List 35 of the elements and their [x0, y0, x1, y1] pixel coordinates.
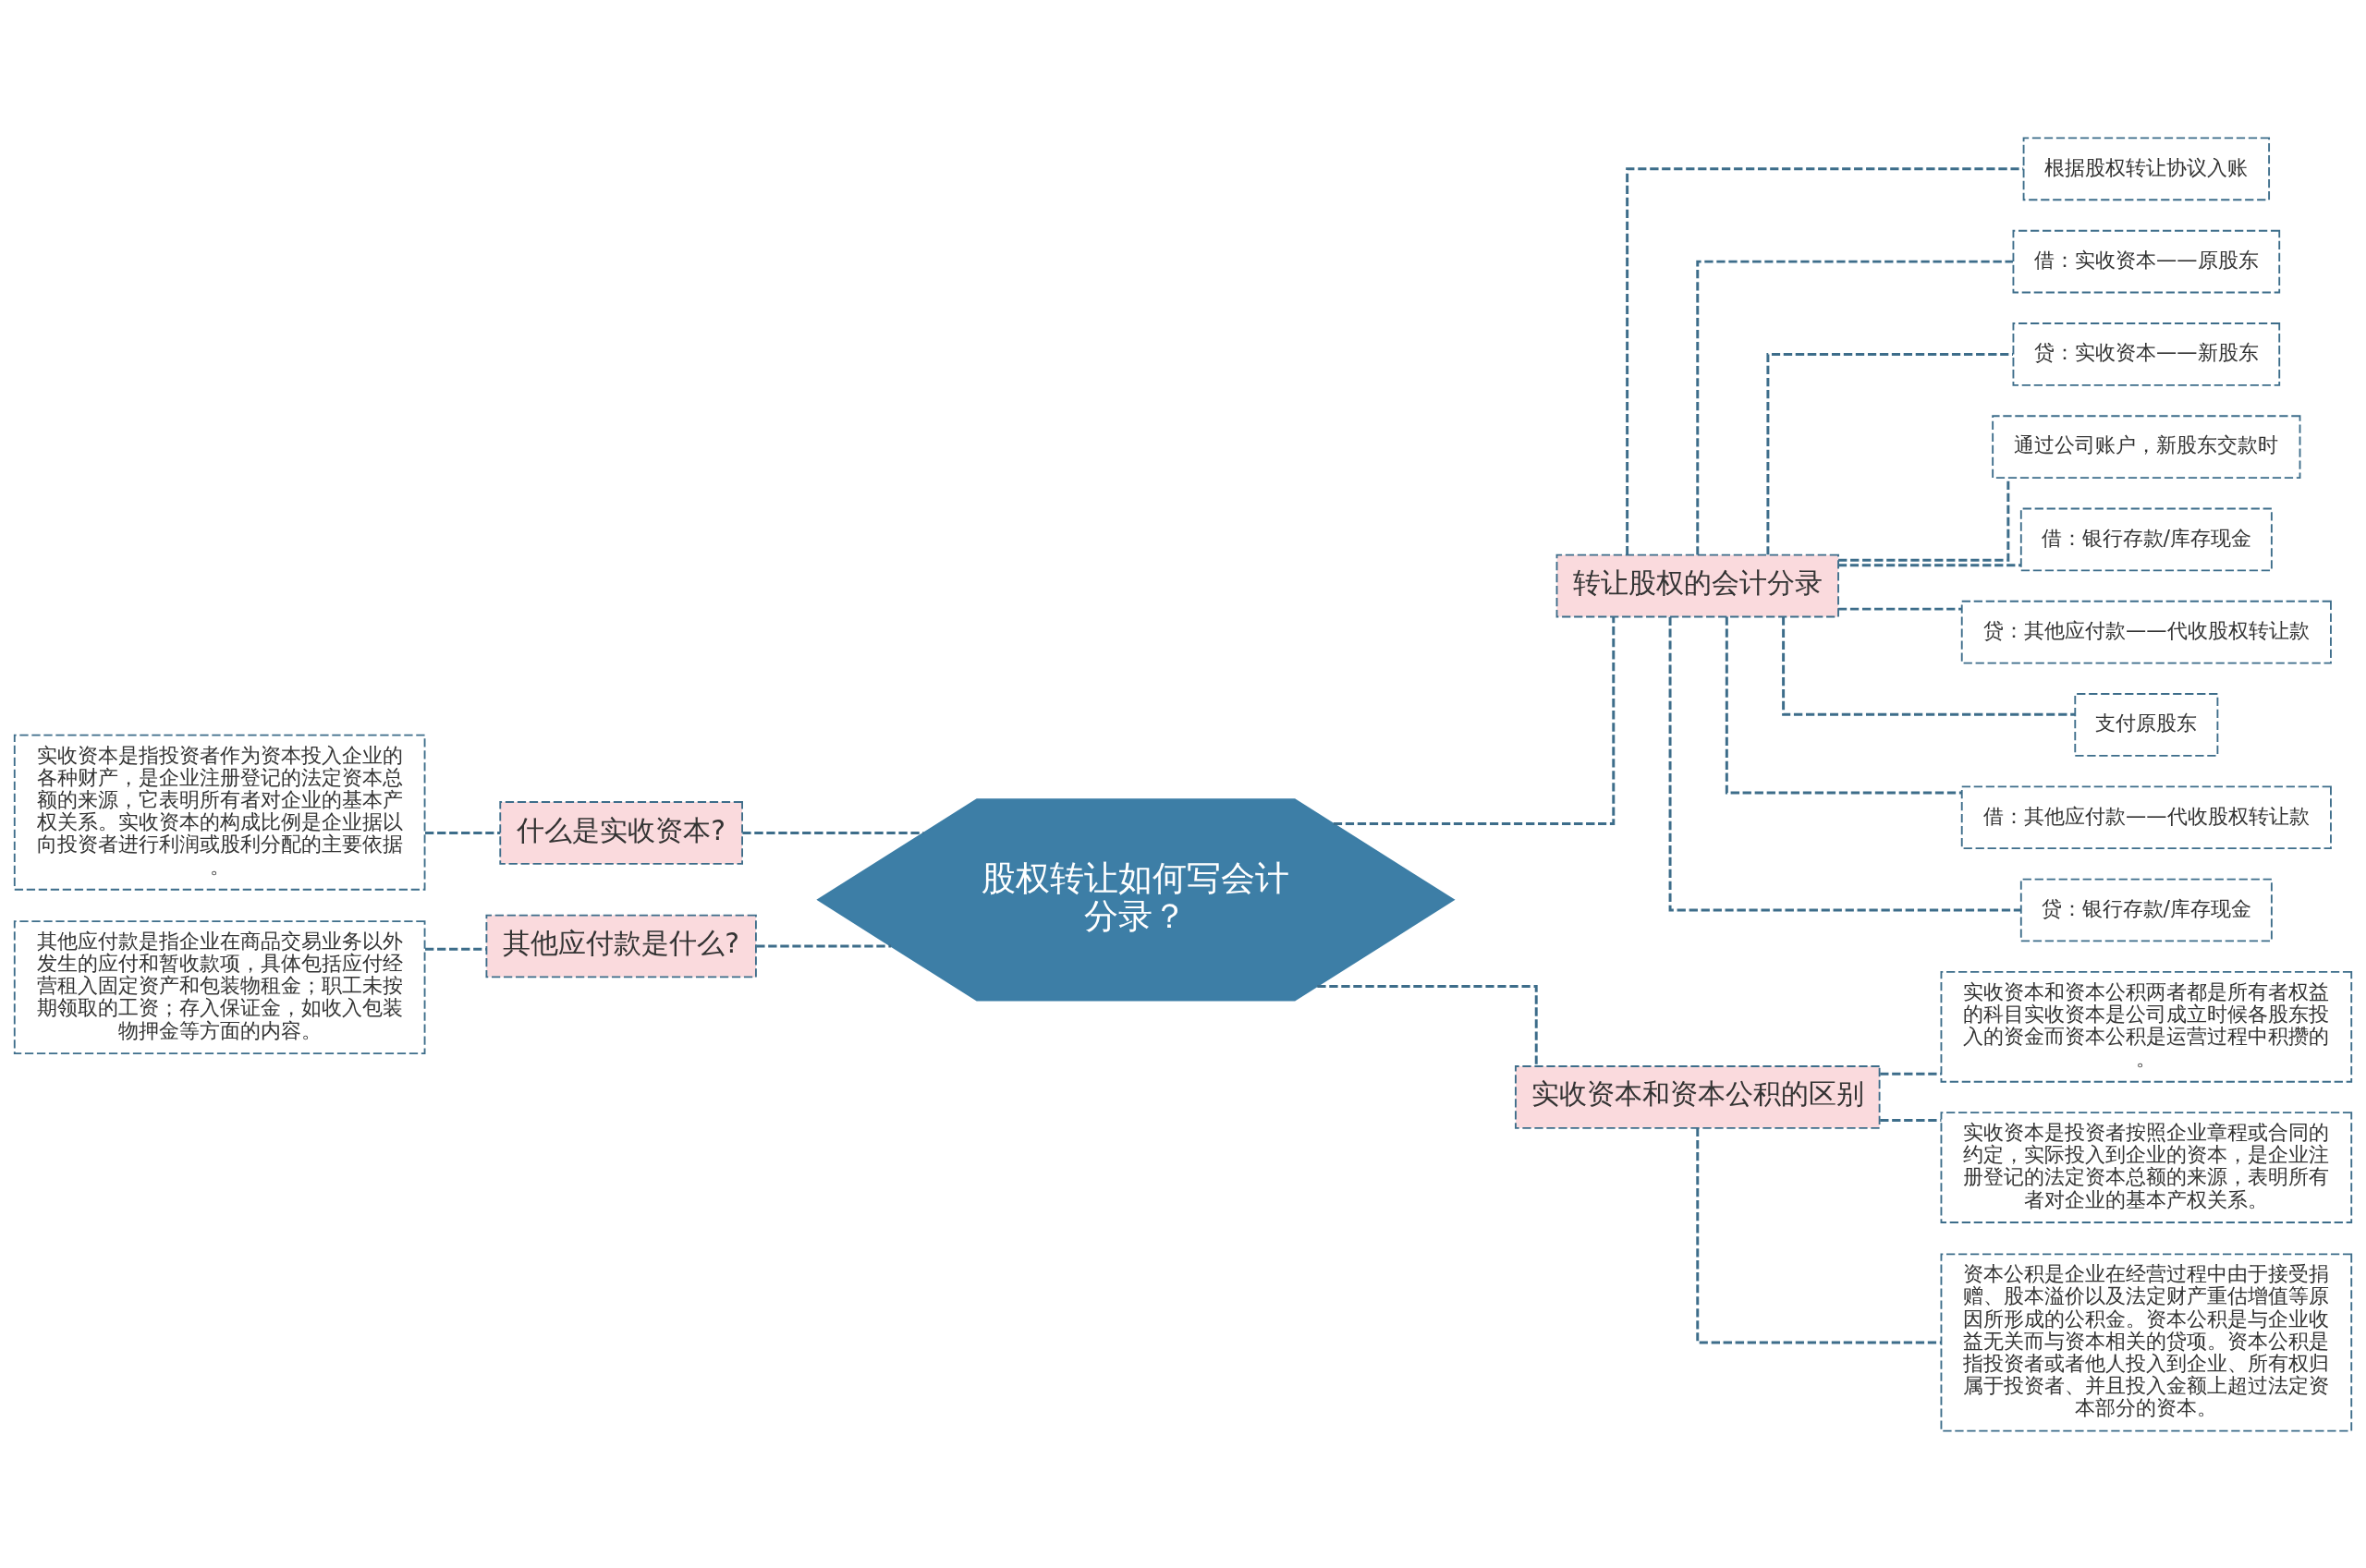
connector [1766, 352, 2013, 554]
connector [1782, 616, 2076, 716]
node-box: 贷：其他应付款——代收股权转让款 [1960, 600, 2332, 664]
node-box: 贷：银行存款/库存现金 [2019, 878, 2273, 942]
node-box: 借：实收资本——原股东 [2012, 229, 2281, 293]
node-box: 转让股权的会计分录 [1555, 553, 1839, 617]
node-box: 实收资本是投资者按照企业章程或合同的约定，实际投入到企业的资本，是企业注册登记的法定资本总额的来源，表明所有者对企业的基本产权关系。 [1940, 1111, 2353, 1223]
connector [1838, 563, 2021, 566]
node-box: 根据股权转让协议入账 [2022, 137, 2271, 201]
node-box: 支付原股东 [2074, 692, 2219, 757]
connector [1333, 616, 1616, 825]
node-box: 借：银行存款/库存现金 [2019, 507, 2273, 571]
connector [1880, 1118, 1942, 1122]
connector [1668, 616, 2021, 911]
node-box: 实收资本和资本公积的区别 [1515, 1064, 1881, 1129]
connector [1626, 166, 2024, 554]
node-box: 其他应付款是什么? [485, 914, 757, 978]
connector [1725, 616, 1962, 794]
connector [756, 944, 892, 947]
node-box: 其他应付款是指企业在商品交易业务以外发生的应付和暂收款项，具体包括应付经营租入固定资产和包装物租金；职工未按期领取的工资；存入保证金，如收入包装物押金等方面的内容。 [13, 919, 426, 1054]
connector [1696, 1127, 1942, 1343]
connector [425, 831, 501, 834]
node-box: 通过公司账户，新股东交款时 [1992, 414, 2301, 479]
node-box: 实收资本是指投资者作为资本投入企业的各种财产，是企业注册登记的法定资本总额的来源，它表明所有者对企业的基本产权关系。实收资本的构成比例是企业据以向投资者进行利润或股利分配的主要依据。 [13, 734, 426, 891]
node-box: 实收资本和资本公积两者都是所有者权益的科目实收资本是公司成立时候各股东投入的资金而资本公积是运营过程中积攒的。 [1940, 970, 2353, 1083]
connector [425, 947, 486, 951]
connector [1838, 607, 1962, 611]
node-box: 资本公积是企业在经营过程中由于接受捐赠、股本溢价以及法定财产重估增值等原因所形成的公积金。资本公积是与企业收益无关而与资本相关的贷项。资本公积是指投资者或者他人投入到企业、所有权归属于投资者、并且投入金额上超过法定资本部分的资本。 [1940, 1252, 2353, 1431]
connector [742, 831, 924, 834]
node-box: 贷：实收资本——新股东 [2012, 322, 2281, 386]
connector [1317, 984, 1538, 1065]
connector [1880, 1072, 1942, 1076]
node-box: 借：其他应付款——代收股权转让款 [1960, 784, 2332, 849]
connector [1696, 260, 2013, 554]
node-box: 什么是实收资本? [499, 800, 743, 865]
